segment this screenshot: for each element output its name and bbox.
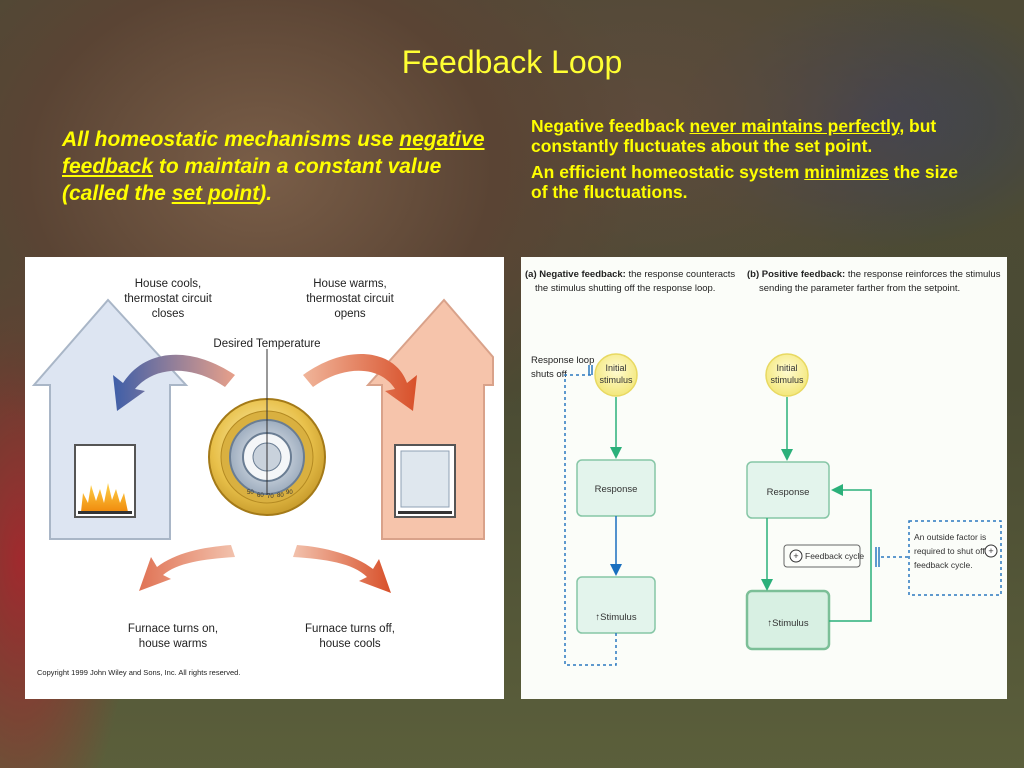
- label-house-warms: House warms,: [313, 278, 387, 290]
- label-house-cools: House cools,: [135, 278, 201, 290]
- label-response-loop: Response loop: [531, 355, 594, 366]
- label-furnace-off-2: house cools: [319, 638, 381, 650]
- right-p1-underlined: never maintains perfectly: [689, 116, 900, 136]
- label-shuts-off: shuts off: [531, 369, 567, 380]
- negative-feedback-loop: Response loop shuts off Initial stimulus…: [531, 353, 656, 666]
- heading-b-line2: sending the parameter farther from the s…: [759, 283, 960, 294]
- outside-factor-line2: required to shut off: [914, 546, 985, 556]
- up-arrow-icon: ↑: [595, 612, 600, 623]
- feedback-cycle-badge: [783, 544, 861, 568]
- dial-number-60: 60: [257, 493, 264, 499]
- term-negative-feedback: negative feedback: [62, 128, 485, 178]
- stimulus-label-b: stimulus: [770, 375, 804, 385]
- copyright-notice: Copyright 1999 John Wiley and Sons, Inc.…: [37, 668, 240, 677]
- outside-factor-line3: feedback cycle.: [914, 560, 973, 570]
- dial-number-80: 80: [277, 493, 284, 499]
- label-house-cools-3: closes: [152, 308, 185, 320]
- label-house-warms-3: opens: [334, 308, 366, 320]
- plus-icon: [984, 544, 998, 558]
- thermostat-figure: 50 60 70 80 90 House cools, thermostat c…: [25, 257, 504, 699]
- flame-icon: [81, 483, 128, 512]
- arrow-furnace-on: [139, 545, 235, 591]
- label-house-cools-2: thermostat circuit: [124, 293, 212, 305]
- right-bullets: Negative feedback never maintains perfec…: [531, 116, 971, 208]
- initial-stimulus-circle-a: [594, 353, 638, 397]
- arrow-furnace-off: [293, 545, 391, 593]
- right-p2-underlined: minimizes: [804, 162, 889, 182]
- left-bullet: All homeostatic mechanisms use negative …: [62, 126, 507, 207]
- initial-stimulus-circle-b: [765, 353, 809, 397]
- label-house-warms-2: thermostat circuit: [306, 293, 394, 305]
- arrow-cool-to-thermostat: [113, 354, 235, 411]
- response-box-b: [746, 461, 830, 519]
- right-p2-text-a: An efficient homeostatic system: [531, 162, 805, 182]
- dial-number-50: 50: [247, 490, 254, 496]
- right-p1-text-b: , but constantly fluctuates about the se…: [531, 116, 937, 156]
- left-text-part1: All homeostatic mechanisms use: [62, 128, 400, 151]
- plus-icon: [789, 549, 803, 563]
- right-paragraph-2: An efficient homeostatic system minimize…: [531, 162, 971, 202]
- outside-factor-box: [908, 520, 1002, 596]
- svg-text:+: +: [988, 546, 993, 556]
- stimulus-label-box-b: ↑Stimulus: [767, 618, 808, 629]
- response-label-a: Response: [595, 484, 638, 495]
- stimulus-box-b: [745, 589, 831, 651]
- label-furnace-on-2: house warms: [139, 638, 208, 650]
- svg-text:+: +: [793, 551, 798, 561]
- right-paragraph-1: Negative feedback never maintains perfec…: [531, 116, 971, 156]
- initial-label-a: Initial: [605, 363, 626, 373]
- arrow-thermostat-to-warm: [303, 353, 417, 411]
- heading-a-line2: the stimulus shutting off the response l…: [535, 283, 715, 294]
- cool-house: [31, 298, 189, 540]
- right-p2-text-b: the size of the fluctuations.: [531, 162, 958, 202]
- response-label-b: Response: [767, 487, 810, 498]
- label-desired-temperature: Desired Temperature: [213, 338, 320, 350]
- label-furnace-off: Furnace turns off,: [305, 623, 395, 635]
- heading-b: (b) Positive feedback: the response rein…: [747, 269, 1001, 280]
- up-arrow-icon: ↑: [767, 618, 772, 629]
- thermostat-diagram: 50 60 70 80 90 House cools, thermostat c…: [31, 278, 494, 677]
- thermostat-dial: 50 60 70 80 90: [208, 349, 326, 516]
- feedback-figure: (a) Negative feedback: the response coun…: [521, 257, 1007, 699]
- term-set-point: set point: [171, 182, 260, 205]
- outside-factor-line1: An outside factor is: [914, 532, 986, 542]
- warm-house: [365, 298, 494, 540]
- dial-number-70: 70: [267, 494, 274, 500]
- stimulus-label-a: stimulus: [599, 375, 633, 385]
- initial-label-b: Initial: [776, 363, 797, 373]
- feedback-diagram: (a) Negative feedback: the response coun…: [525, 269, 1002, 666]
- positive-feedback-loop: Initial stimulus Response ↑Stimulus + Fe…: [745, 353, 1002, 651]
- label-furnace-on: Furnace turns on,: [128, 623, 218, 635]
- feedback-cycle-label: Feedback cycle: [805, 551, 864, 561]
- right-p1-text-a: Negative feedback: [531, 116, 690, 136]
- dial-number-90: 90: [286, 490, 293, 496]
- left-text-part3: ).: [259, 182, 273, 205]
- slide-title: Feedback Loop: [401, 44, 623, 80]
- stimulus-box-a: [576, 576, 656, 634]
- left-text-part2: to maintain a constant value (called the: [62, 155, 442, 205]
- stimulus-label-box-a: ↑Stimulus: [595, 612, 636, 623]
- heading-a: (a) Negative feedback: the response coun…: [525, 269, 735, 280]
